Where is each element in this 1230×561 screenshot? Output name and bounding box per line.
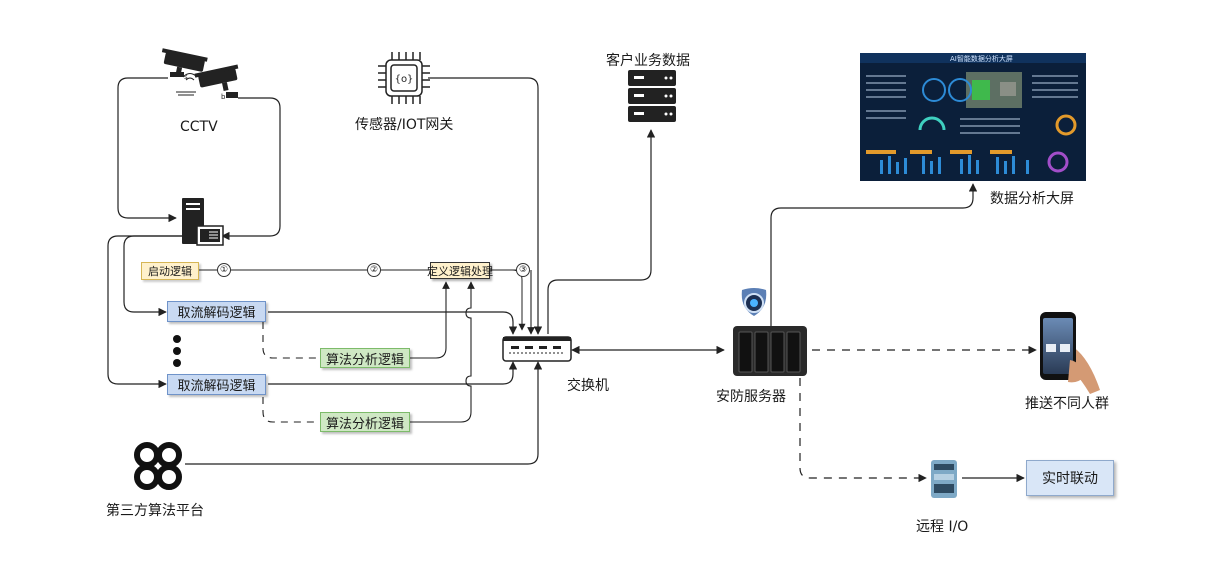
chip-icon: {o} <box>378 52 430 104</box>
third-party-label: 第三方算法平台 <box>106 503 204 519</box>
svg-text:{o}: {o} <box>395 74 414 85</box>
decode-logic-box-1[interactable]: 取流解码逻辑 <box>167 301 266 322</box>
sensor-to-switch-link <box>428 77 543 335</box>
server-to-io-link <box>799 378 927 483</box>
nas-server-icon <box>733 326 807 376</box>
decode-logic-box-2[interactable]: 取流解码逻辑 <box>167 374 266 395</box>
computer-icon <box>182 198 224 246</box>
dashboard-screen-icon <box>860 53 1086 181</box>
security-server-label: 安防服务器 <box>716 389 786 405</box>
decoder-to-switch-links <box>268 311 518 385</box>
shield-camera-icon <box>741 288 767 316</box>
knot-logo-icon <box>134 442 182 490</box>
sensor-gateway-label: 传感器/IOT网关 <box>355 117 454 133</box>
step-marker-2: ② <box>367 263 381 277</box>
step-marker-1: ① <box>217 263 231 277</box>
customer-data-label: 客户业务数据 <box>606 53 690 69</box>
switch-to-customer-link <box>547 129 656 334</box>
thirdparty-to-switch-link <box>185 361 543 465</box>
io-module-icon <box>931 460 957 498</box>
remote-io-label: 远程 I/O <box>916 519 969 535</box>
step-marker-3: ③ <box>516 263 530 277</box>
push-groups-label: 推送不同人群 <box>1025 396 1109 412</box>
define-logic-box[interactable]: 定义逻辑处理 <box>427 262 493 279</box>
computer-to-decoder-links <box>107 235 182 389</box>
server-stack-icon <box>628 70 676 122</box>
cctv-links <box>117 77 281 241</box>
server-to-dashboard-link <box>770 183 978 326</box>
algo-to-define-links <box>410 281 475 423</box>
start-logic-box[interactable]: 启动逻辑 <box>141 262 199 280</box>
cctv-label: CCTV <box>180 119 218 135</box>
decoder-to-algo-links <box>262 322 318 423</box>
network-switch-icon <box>502 336 572 362</box>
svg-text:b: b <box>221 93 226 101</box>
switch-label: 交换机 <box>567 378 609 394</box>
svg-text:s: s <box>184 73 188 81</box>
dashboard-label: 数据分析大屏 <box>990 191 1074 207</box>
define-to-switch-link <box>446 262 535 335</box>
ellipsis-dots <box>173 335 181 367</box>
algo-logic-box-1[interactable]: 算法分析逻辑 <box>320 348 410 368</box>
realtime-link-box[interactable]: 实时联动 <box>1026 460 1114 496</box>
algo-logic-box-2[interactable]: 算法分析逻辑 <box>320 412 410 432</box>
dashboard-screen-title: AI智能数据分析大屏 <box>950 55 1013 63</box>
cctv-cameras-icon: s b <box>161 48 239 101</box>
smartphone-icon <box>1040 312 1100 394</box>
